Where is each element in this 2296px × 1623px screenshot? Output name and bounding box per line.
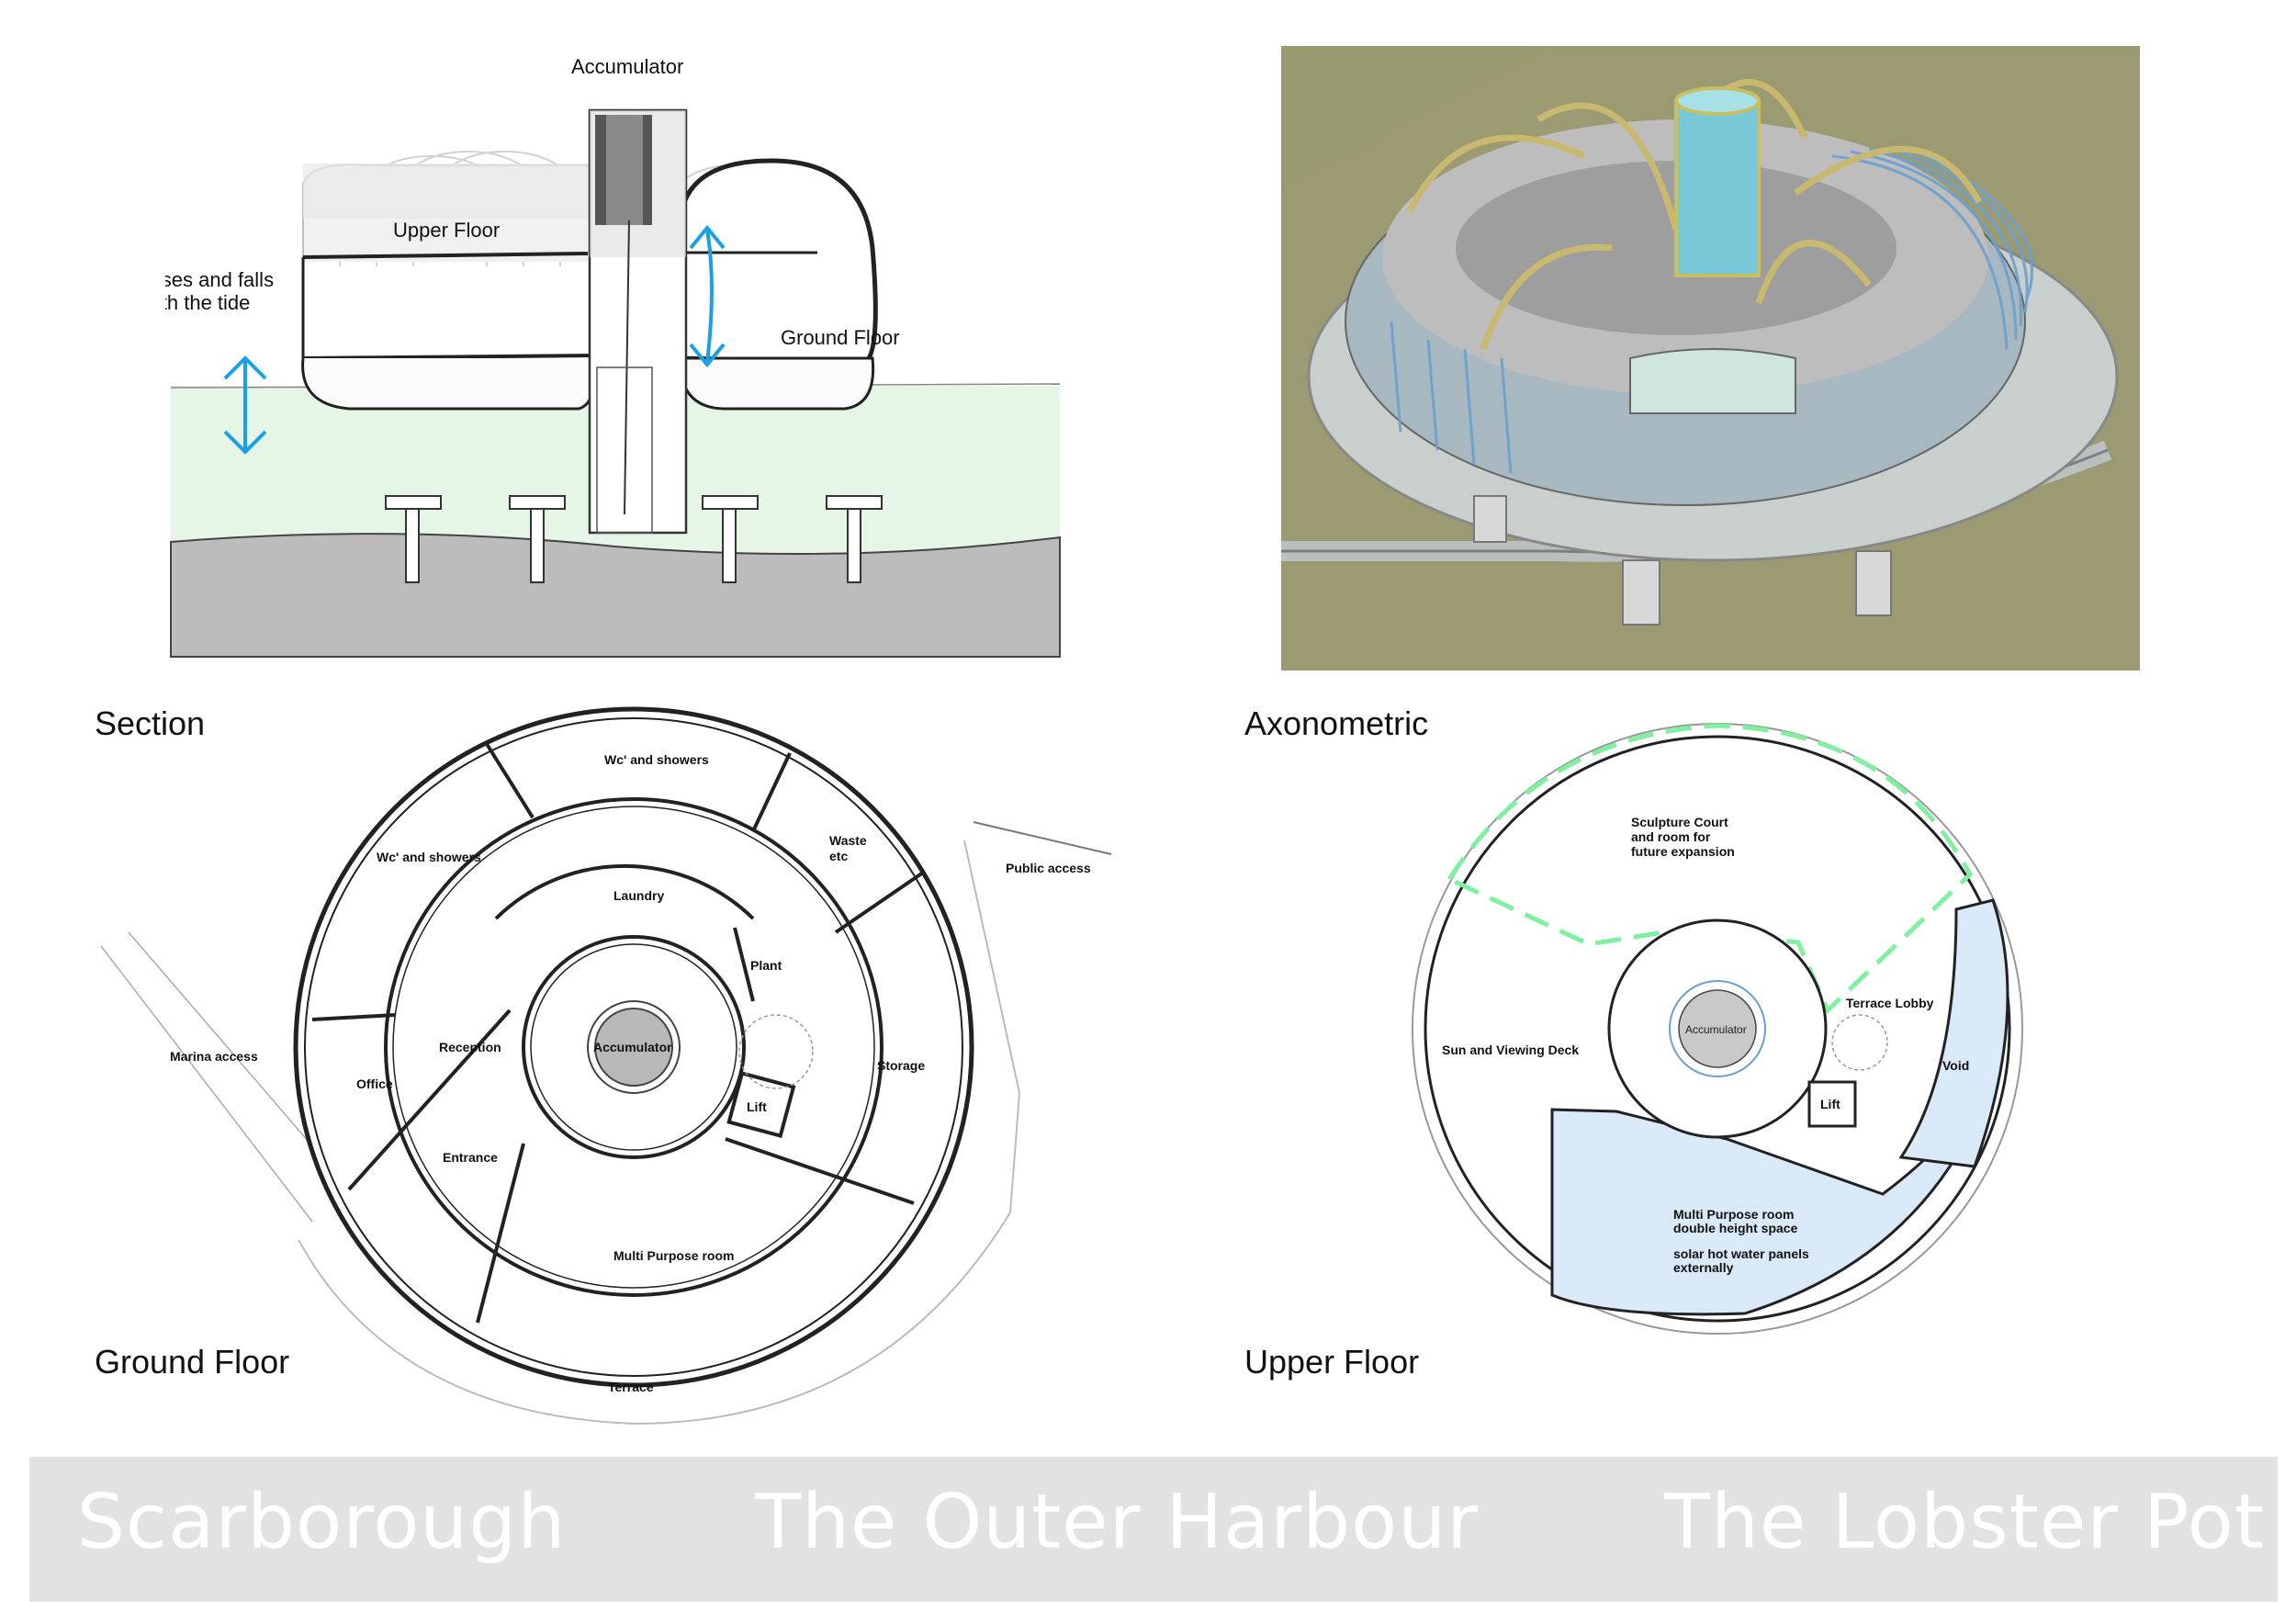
uf-sculpture-3: future expansion — [1631, 844, 1735, 859]
caption-axonometric: Axonometric — [1244, 704, 1429, 742]
uf-void: Void — [1942, 1058, 1969, 1073]
gf-multi-purpose: Multi Purpose room — [613, 1248, 734, 1263]
banner-outer-harbour: The Outer Harbour — [755, 1479, 1479, 1566]
uf-terrace-lobby: Terrace Lobby — [1846, 996, 1934, 1010]
uf-sculpture-2: and room for — [1631, 829, 1711, 844]
gf-plant: Plant — [750, 958, 782, 973]
gf-reception: Reception — [439, 1040, 501, 1054]
gf-lift: Lift — [747, 1099, 767, 1114]
uf-mp-1: Multi Purpose room — [1673, 1207, 1794, 1222]
label-tide-2: with the tide — [165, 291, 250, 314]
uf-lift: Lift — [1820, 1097, 1840, 1111]
sculpture-court-outline — [1446, 723, 1974, 1015]
upper-accumulator-core — [1678, 989, 1757, 1068]
gf-terrace: Terrace — [608, 1380, 654, 1394]
uf-sculpture-1: Sculpture Court — [1631, 815, 1728, 829]
gf-entrance: Entrance — [443, 1150, 498, 1165]
caption-ground-floor: Ground Floor — [95, 1343, 290, 1381]
title-banner: Scarborough The Outer Harbour The Lobste… — [29, 1457, 2278, 1602]
caption-section: Section — [95, 704, 206, 742]
caption-upper-floor: Upper Floor — [1244, 1343, 1420, 1381]
label-accumulator: Accumulator — [571, 55, 683, 78]
label-tide-1: Rises and falls — [165, 268, 274, 291]
gf-office: Office — [356, 1076, 393, 1091]
label-ground-floor: Ground Floor — [781, 326, 900, 349]
gf-waste-1: Waste — [829, 833, 867, 848]
gf-public-access: Public access — [1006, 861, 1091, 875]
upper-floor-plan: Sculpture Court and room for future expa… — [1412, 723, 2023, 1335]
uf-mp-2: double height space — [1673, 1221, 1798, 1235]
banner-lobster-pot: The Lobster Pot — [1664, 1479, 2265, 1566]
label-upper-floor: Upper Floor — [393, 219, 500, 242]
axo-accumulator — [1674, 99, 1761, 277]
gf-storage: Storage — [877, 1058, 925, 1073]
uf-accumulator: Accumulator — [1685, 1023, 1747, 1036]
axonometric-render — [1281, 46, 2140, 671]
gf-marina-access: Marina access — [170, 1049, 258, 1064]
ground-floor-pod — [677, 158, 878, 366]
gf-waste-2: etc — [829, 849, 848, 863]
uf-sun-deck: Sun and Viewing Deck — [1442, 1043, 1579, 1057]
tide-arrow-right — [689, 224, 726, 368]
uf-mp-4: externally — [1673, 1260, 1734, 1275]
gf-accumulator: Accumulator — [593, 1040, 672, 1054]
upper-void-area — [1898, 898, 2009, 1168]
gf-wc-left: Wc' and showers — [377, 850, 481, 864]
uf-mp-3: solar hot water panels — [1673, 1246, 1809, 1261]
ground-accumulator-core — [594, 1008, 673, 1087]
ground-floor-plan: Wc' and showers Wc' and showers Waste et… — [100, 706, 1112, 1426]
gf-wc-top: Wc' and showers — [604, 752, 709, 767]
tide-arrow-left — [223, 355, 267, 455]
seabed — [170, 533, 1061, 658]
section-drawing: Accumulator Upper Floor Ground Floor Ris… — [165, 55, 1061, 658]
banner-scarborough: Scarborough — [77, 1479, 567, 1566]
gf-laundry: Laundry — [613, 888, 664, 903]
